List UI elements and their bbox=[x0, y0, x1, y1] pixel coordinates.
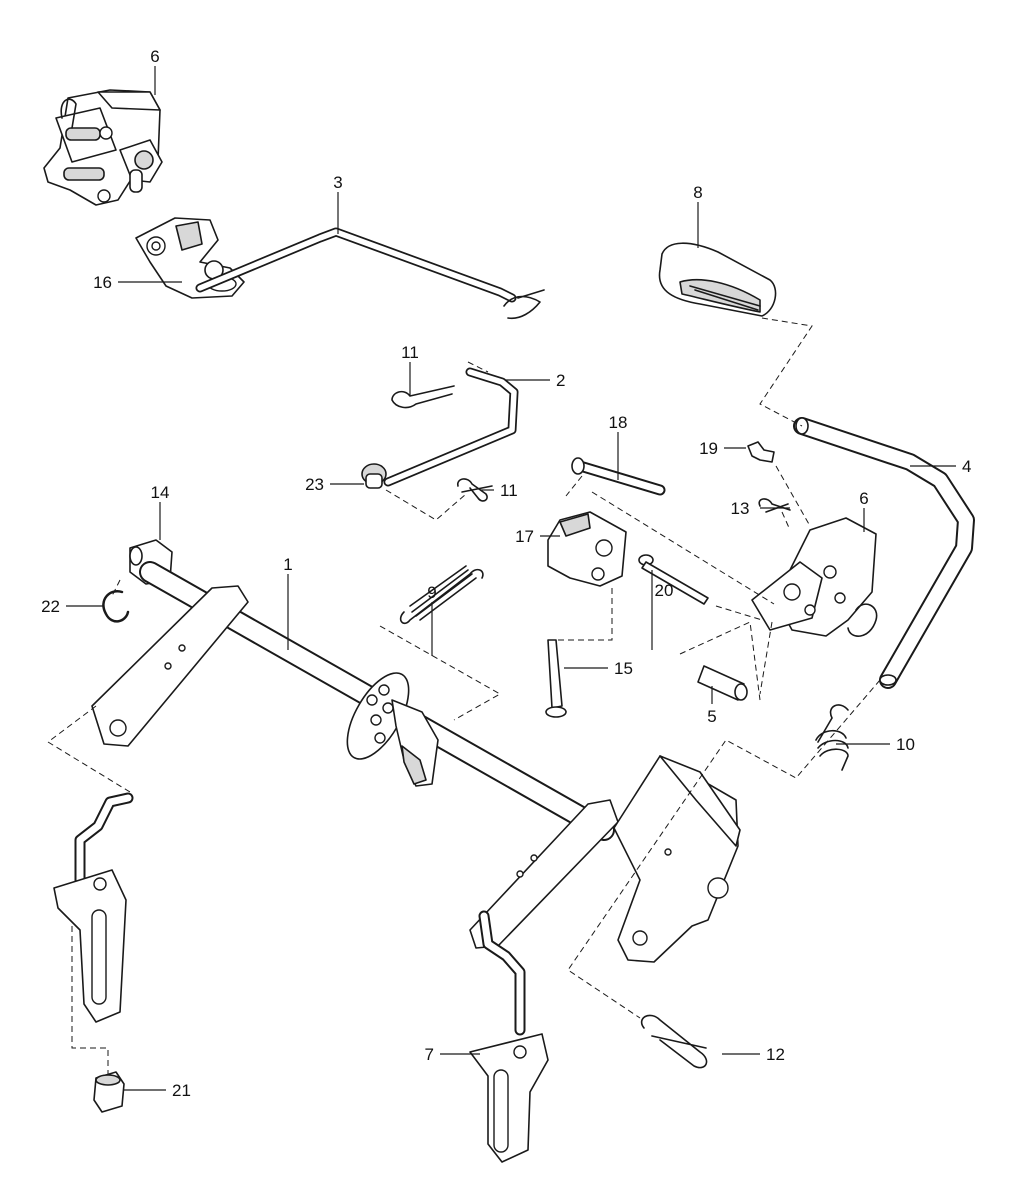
part-20-bolt bbox=[638, 554, 709, 605]
part-22-snap-ring bbox=[102, 589, 130, 623]
part-19-bolt bbox=[747, 441, 775, 463]
callout-23: 23 bbox=[305, 475, 324, 494]
part-18-pin bbox=[571, 457, 666, 496]
part-12-hairpin-clip bbox=[640, 1014, 708, 1069]
callout-16: 16 bbox=[93, 273, 112, 292]
callout-18: 18 bbox=[609, 413, 628, 432]
callout-19: 19 bbox=[699, 439, 718, 458]
part-10-torsion-spring bbox=[815, 704, 849, 771]
callout-13: 13 bbox=[731, 499, 750, 518]
part-13-clip bbox=[758, 498, 791, 513]
callout-11-upper: 11 bbox=[401, 343, 419, 362]
callout-3: 3 bbox=[333, 173, 342, 192]
part-21-hex-nut bbox=[93, 1071, 125, 1113]
callout-15: 15 bbox=[614, 659, 633, 678]
part-11-hairpin-clip-a bbox=[391, 385, 455, 409]
assembly-dashed-lines bbox=[47, 317, 881, 1074]
part-23-knob bbox=[361, 463, 387, 489]
callout-8: 8 bbox=[693, 183, 702, 202]
callout-12: 12 bbox=[766, 1045, 785, 1064]
callout-22: 22 bbox=[41, 597, 60, 616]
leader-lines bbox=[66, 66, 956, 1091]
part-3-linkage-rod bbox=[195, 227, 545, 320]
callout-1: 1 bbox=[283, 555, 292, 574]
part-5-spacer bbox=[697, 665, 748, 701]
part-17-latch bbox=[547, 511, 627, 587]
part-15-clevis-pin bbox=[545, 639, 567, 718]
part-9-extension-spring bbox=[399, 565, 484, 625]
callout-6-right: 6 bbox=[859, 489, 868, 508]
callout-7: 7 bbox=[425, 1045, 434, 1064]
callout-labels: 6 3 8 16 11 2 18 19 4 23 11 13 6 14 1 17… bbox=[41, 47, 971, 1100]
part-1-lift-shaft bbox=[91, 561, 741, 963]
part-8-handle-grip bbox=[658, 242, 777, 317]
callout-10: 10 bbox=[896, 735, 915, 754]
part-4-handle-tube bbox=[793, 417, 975, 689]
callout-6-upper: 6 bbox=[150, 47, 159, 66]
part-7-adjuster-right bbox=[469, 910, 549, 1163]
callout-17: 17 bbox=[515, 527, 534, 546]
part-6-bracket-upper bbox=[43, 89, 163, 206]
part-6-bracket-right bbox=[751, 517, 878, 637]
part-7-adjuster-left bbox=[53, 792, 134, 1023]
part-11-hairpin-clip-b bbox=[457, 478, 493, 502]
part-2-l-rod bbox=[383, 367, 519, 487]
part-16-lever bbox=[135, 217, 245, 299]
callout-4: 4 bbox=[962, 457, 971, 476]
callout-2: 2 bbox=[556, 371, 565, 390]
callout-5: 5 bbox=[707, 707, 716, 726]
callout-11-lower: 11 bbox=[500, 481, 518, 500]
callout-21: 21 bbox=[172, 1081, 191, 1100]
callout-14: 14 bbox=[151, 483, 170, 502]
callout-20: 20 bbox=[655, 581, 674, 600]
callout-9: 9 bbox=[427, 583, 436, 602]
